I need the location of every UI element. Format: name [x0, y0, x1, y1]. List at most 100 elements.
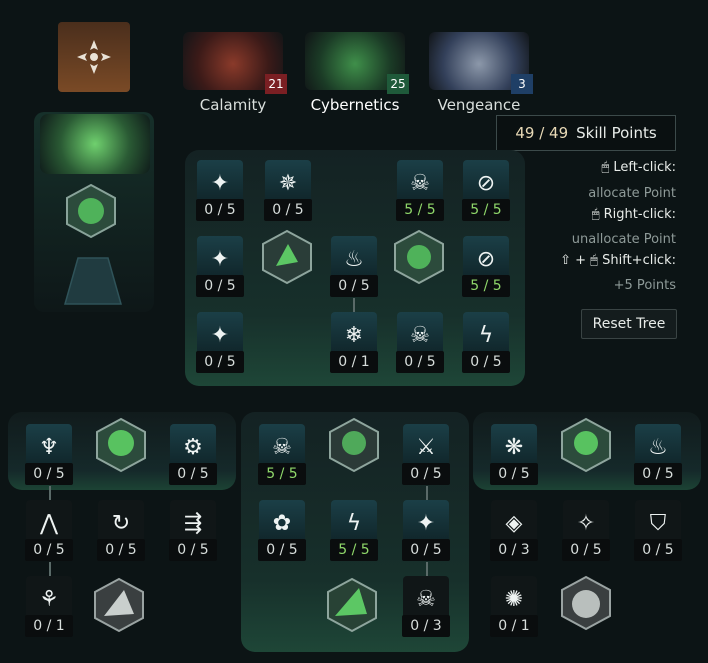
help-shift-click: ⇧ + 🖱 Shift+click: [560, 253, 676, 268]
cybernetics-hex-icon[interactable] [557, 416, 615, 474]
capstone-icon[interactable] [90, 576, 148, 634]
calamity-hex-icon[interactable] [92, 416, 150, 474]
tab-points-badge: 3 [511, 74, 533, 94]
cybernetics-portrait-icon: 25 [305, 32, 409, 94]
skill-points-value: 49 / 49 [515, 124, 569, 142]
skill-node[interactable]: ◈ [491, 500, 537, 546]
tab-calamity[interactable]: 21 Calamity [178, 32, 288, 132]
skill-count: 0 / 5 [462, 351, 510, 373]
vortex-skill-node[interactable]: ✺ [491, 576, 537, 622]
skill-count: 0 / 5 [330, 275, 378, 297]
skill-node[interactable]: ✵ [265, 160, 311, 206]
skill-node[interactable]: ⚙ [170, 424, 216, 470]
skill-count: 0 / 5 [196, 275, 244, 297]
tree-connector [426, 562, 428, 576]
tree-connector [49, 486, 51, 500]
cybernetics-hex-icon[interactable] [325, 416, 383, 474]
tab-cybernetics[interactable]: 25 Cybernetics [300, 32, 410, 132]
capstone-icon[interactable] [557, 574, 615, 632]
skill-node[interactable]: ❋ [491, 424, 537, 470]
skull-skill-node[interactable]: ☠ [397, 312, 443, 358]
skill-count: 0 / 5 [402, 539, 450, 561]
skill-node[interactable]: ⊘ [463, 236, 509, 282]
skill-count: 0 / 1 [330, 351, 378, 373]
skill-count: 0 / 3 [402, 615, 450, 637]
shift-key-icon: ⇧ [560, 253, 576, 268]
skill-count: 0 / 5 [562, 539, 610, 561]
skill-count: 5 / 5 [396, 199, 444, 221]
skill-count: 0 / 5 [634, 539, 682, 561]
shield-skill-node[interactable]: ⛉ [635, 500, 681, 546]
calamity-portrait-icon: 21 [183, 32, 287, 94]
skill-points-counter: 49 / 49 Skill Points [496, 115, 676, 151]
mouse-icon: 🖱 [586, 253, 603, 268]
skill-count: 0 / 5 [97, 539, 145, 561]
skill-count: 0 / 5 [258, 539, 306, 561]
skull-skill-node[interactable]: ☠ [397, 160, 443, 206]
reset-tree-button[interactable]: Reset Tree [581, 309, 677, 339]
tree-connector [426, 486, 428, 500]
skill-count: 0 / 5 [396, 351, 444, 373]
skill-count: 0 / 5 [169, 463, 217, 485]
skill-count: 5 / 5 [462, 275, 510, 297]
skill-node[interactable]: ☠ [259, 424, 305, 470]
skill-count: 0 / 5 [196, 351, 244, 373]
skill-node[interactable]: ✦ [197, 312, 243, 358]
empty-slot-icon [64, 256, 122, 306]
skill-node[interactable]: ✧ [563, 500, 609, 546]
skill-node[interactable]: ✿ [259, 500, 305, 546]
tree-connector [49, 562, 51, 576]
skill-node[interactable]: ⚘ [26, 576, 72, 622]
skill-node[interactable]: ❄ [331, 312, 377, 358]
lightning-skill-node[interactable]: ϟ [331, 500, 377, 546]
help-left-click: 🖱 Left-click: [601, 160, 676, 175]
cybernetics-banner-icon [40, 114, 150, 174]
skill-node[interactable]: ✦ [197, 236, 243, 282]
help-right-desc: unallocate Point [571, 232, 676, 247]
skill-node[interactable]: ♆ [26, 424, 72, 470]
skill-node[interactable]: ☠ [403, 576, 449, 622]
skill-node[interactable]: ⇶ [170, 500, 216, 546]
cybernetics-hex-icon [62, 182, 120, 240]
skill-node[interactable]: ⚔ [403, 424, 449, 470]
vengeance-portrait-icon: 3 [429, 32, 533, 94]
help-shift-desc: +5 Points [613, 278, 676, 293]
tab-label: Cybernetics [310, 96, 400, 114]
skill-count: 0 / 5 [634, 463, 682, 485]
skill-count: 0 / 1 [490, 615, 538, 637]
skill-count: 0 / 3 [490, 539, 538, 561]
skill-node[interactable]: ↻ [98, 500, 144, 546]
skill-count: 0 / 5 [402, 463, 450, 485]
skill-node[interactable]: ✦ [197, 160, 243, 206]
skill-points-label: Skill Points [576, 124, 657, 142]
mouse-icon: 🖱 [601, 160, 614, 175]
skill-count: 5 / 5 [258, 463, 306, 485]
tab-label: Calamity [199, 96, 267, 114]
skill-node[interactable]: ⊘ [463, 160, 509, 206]
skill-count: 0 / 5 [25, 463, 73, 485]
ultimate-skill-icon[interactable] [258, 228, 316, 286]
skill-count: 0 / 5 [196, 199, 244, 221]
lightning-skill-node[interactable]: ϟ [463, 312, 509, 358]
skill-count: 0 / 1 [25, 615, 73, 637]
tab-vengeance[interactable]: 3 Vengeance [424, 32, 534, 132]
skill-count: 0 / 5 [169, 539, 217, 561]
mouse-icon: 🖱 [591, 207, 604, 222]
class-emblem-icon [58, 22, 130, 92]
skill-count: 5 / 5 [462, 199, 510, 221]
help-left-desc: allocate Point [588, 186, 676, 201]
skill-node[interactable]: ♨ [331, 236, 377, 282]
cybernetics-hex-icon[interactable] [390, 228, 448, 286]
skill-count: 5 / 5 [330, 539, 378, 561]
tab-points-badge: 25 [387, 74, 409, 94]
tree-connector [353, 298, 355, 312]
skill-count: 0 / 5 [25, 539, 73, 561]
help-right-click: 🖱 Right-click: [591, 207, 676, 222]
skill-count: 0 / 5 [264, 199, 312, 221]
capstone-icon[interactable] [323, 576, 381, 634]
skill-node[interactable]: ⋀ [26, 500, 72, 546]
flame-skill-node[interactable]: ♨ [635, 424, 681, 470]
skill-node[interactable]: ✦ [403, 500, 449, 546]
tab-points-badge: 21 [265, 74, 287, 94]
skill-count: 0 / 5 [490, 463, 538, 485]
